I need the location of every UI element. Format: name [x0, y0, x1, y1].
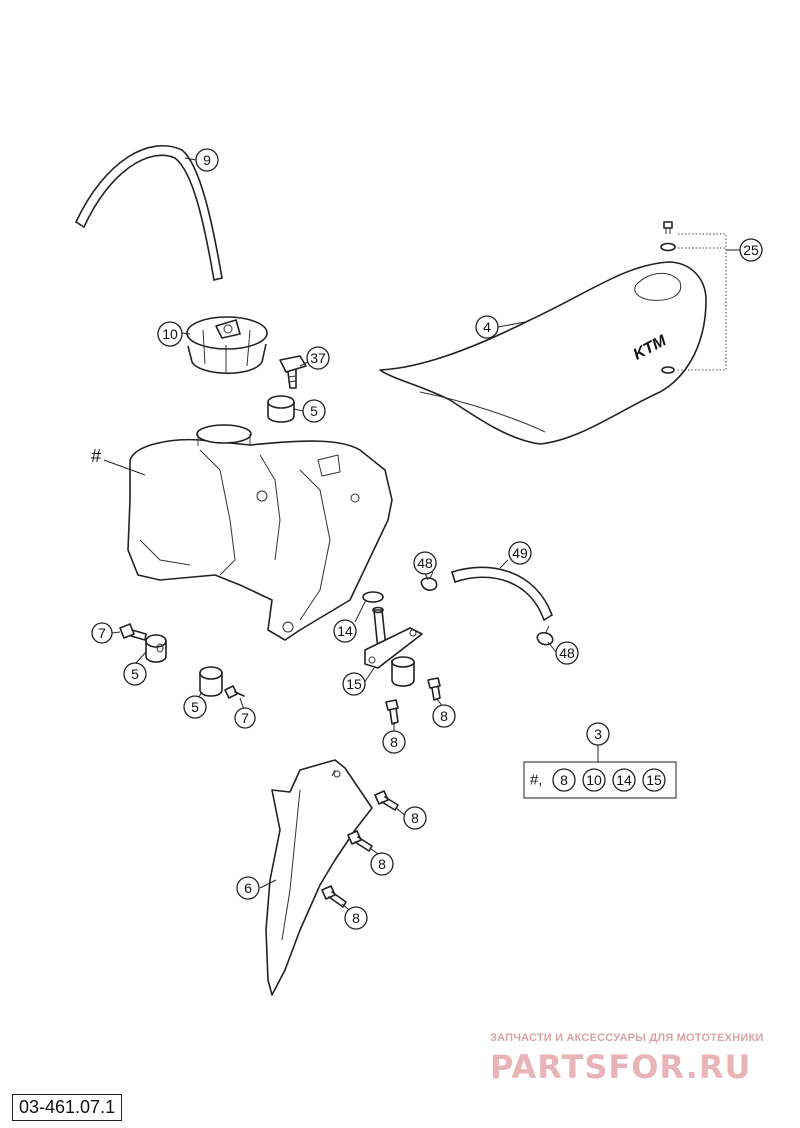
callout-8-tap-left-label: 8: [390, 734, 398, 750]
fuel-tank-part: [127, 424, 393, 641]
callout-7-left-label: 7: [98, 625, 106, 641]
callout-15: 15: [342, 672, 366, 696]
callout-8-shroud-bottom-label: 8: [352, 910, 360, 926]
watermark-tagline: ЗАПЧАСТИ И АКСЕССУАРЫ ДЛЯ МОТОТЕХНИКИ: [490, 1032, 764, 1044]
callout-48-lower-label: 48: [559, 645, 575, 661]
screw-8-e-part: [321, 885, 347, 908]
callout-37-label: 37: [310, 350, 326, 366]
kit-item-8: 8: [560, 772, 568, 788]
callout-7-mid: 7: [234, 707, 256, 729]
callout-14: 14: [333, 619, 357, 643]
spacer-5-mid-part: [199, 666, 223, 697]
kit-prefix: #,: [530, 772, 543, 789]
callout-37: 37: [306, 346, 330, 370]
screw-8-a-part: [385, 699, 399, 725]
callout-6: 6: [236, 876, 260, 900]
callout-5-left: 5: [123, 662, 147, 686]
spacer-5-top-part: [267, 395, 295, 423]
callout-7-mid-label: 7: [241, 710, 249, 726]
callout-48-upper-label: 48: [417, 555, 433, 571]
side-shroud-6-part: [265, 759, 373, 996]
hose-clamp-48b-part: [536, 625, 554, 646]
callout-25-label: 25: [743, 242, 759, 258]
callout-5-top: 5: [302, 399, 326, 423]
callout-4: 4: [475, 315, 499, 339]
fuel-cap-part: [186, 316, 268, 375]
callout-8-shroud-bottom: 8: [344, 906, 368, 930]
callout-25: 25: [739, 238, 763, 262]
screw-37-part: [279, 355, 307, 389]
screw-8-c-part: [374, 790, 399, 811]
callout-10: 10: [157, 321, 183, 347]
callout-8-tap-right-label: 8: [440, 708, 448, 724]
o-ring-14-part: [362, 591, 384, 603]
callout-9: 9: [195, 148, 219, 172]
callout-8-shroud-mid: 8: [370, 852, 394, 876]
callout-8-shroud-mid-label: 8: [378, 856, 386, 872]
fuel-hose-49-part: [451, 566, 553, 621]
callout-8-shroud-top-label: 8: [411, 810, 419, 826]
kit-box: #, 8 10 14 15: [523, 761, 677, 799]
callout-3-label: 3: [594, 726, 602, 742]
tank-hash-label: #: [91, 446, 101, 466]
callout-3: 3: [586, 722, 610, 746]
callout-4-label: 4: [483, 319, 491, 335]
callout-6-label: 6: [244, 880, 252, 896]
screw-7-left-part: [119, 623, 147, 641]
watermark-brand: PARTSFOR.RU: [490, 1048, 752, 1086]
callout-8-tap-left: 8: [382, 730, 406, 754]
callout-9-label: 9: [203, 152, 211, 168]
callout-5-left-label: 5: [131, 666, 139, 682]
screw-8-b-part: [427, 677, 441, 701]
screw-8-d-part: [347, 830, 373, 852]
screw-7-mid-part: [224, 685, 245, 699]
kit-item-10: 10: [586, 772, 602, 788]
kit-item-15: 15: [646, 772, 662, 788]
callout-48-upper: 48: [413, 551, 437, 575]
callout-5-top-label: 5: [310, 403, 318, 419]
callout-8-tap-right: 8: [432, 704, 456, 728]
callout-8-shroud-top: 8: [403, 806, 427, 830]
callout-14-label: 14: [337, 623, 353, 639]
hose-clamp-48a-part: [420, 571, 438, 591]
callout-5-mid-label: 5: [191, 699, 199, 715]
fuel-tap-15-part: [364, 606, 423, 687]
seat-part: KTM: [379, 261, 707, 445]
callout-49: 49: [508, 541, 532, 565]
spacer-5-left-part: [145, 634, 167, 663]
breather-hose-part: [75, 145, 223, 281]
kit-item-14: 14: [616, 772, 632, 788]
callout-7-left: 7: [91, 622, 113, 644]
callout-5-mid: 5: [183, 695, 207, 719]
callout-10-label: 10: [162, 326, 178, 342]
callout-49-label: 49: [512, 545, 528, 561]
callout-48-lower: 48: [555, 641, 579, 665]
document-id: 03-461.07.1: [12, 1094, 123, 1121]
seat-bolt-25-part: [660, 221, 727, 374]
callout-15-label: 15: [346, 676, 362, 692]
